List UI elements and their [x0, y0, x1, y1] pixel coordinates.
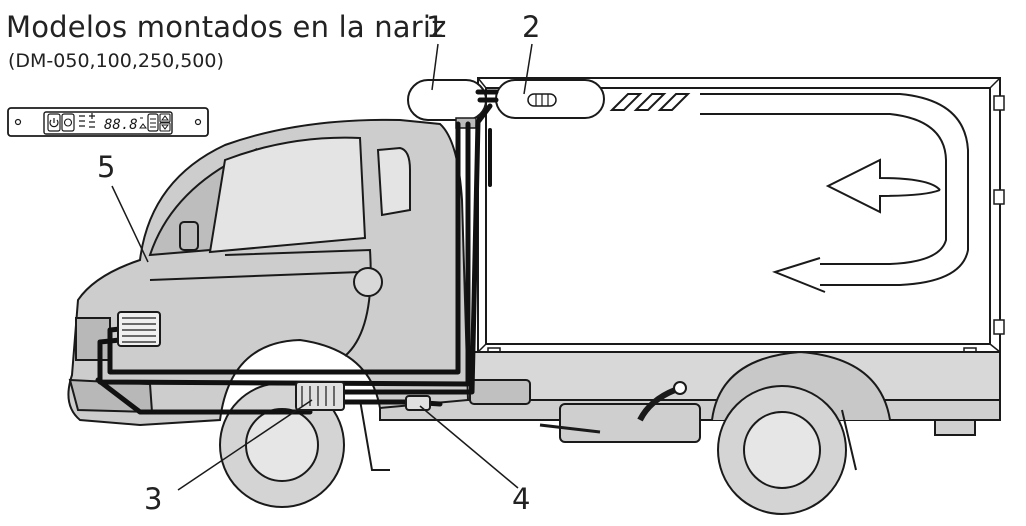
callout-4-drier: 4: [512, 482, 531, 516]
diagram-title: Modelos montados en la nariz: [6, 10, 447, 44]
leader-lines: [111, 43, 533, 491]
condenser-unit: [407, 79, 487, 129]
rear-wheel: [711, 350, 891, 515]
callout-5-cab-unit: 5: [97, 150, 116, 184]
cab: [67, 118, 470, 427]
diagram-subtitle: (DM-050,100,250,500): [8, 50, 224, 72]
panel-display: 88.8: [104, 117, 138, 133]
airflow-arrows: [609, 93, 969, 293]
refrigerant-piping: [95, 89, 499, 415]
cargo-box: [477, 77, 1005, 359]
drier-valve: [405, 395, 431, 411]
evaporator-unit: [495, 79, 605, 119]
mode-button-icon: [61, 113, 75, 132]
control-panel: 88.8: [7, 107, 209, 137]
cab-evaporator: [117, 311, 161, 347]
callout-2-evaporator: 2: [522, 10, 541, 44]
callout-1-condenser: 1: [426, 10, 445, 44]
callout-3-compressor: 3: [144, 482, 163, 516]
